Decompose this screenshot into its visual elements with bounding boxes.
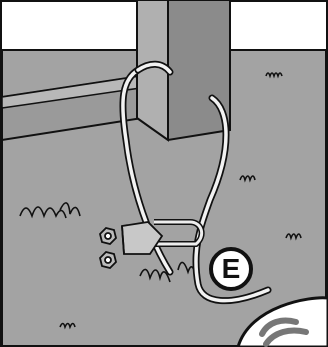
step-label-badge: E [209, 247, 253, 291]
